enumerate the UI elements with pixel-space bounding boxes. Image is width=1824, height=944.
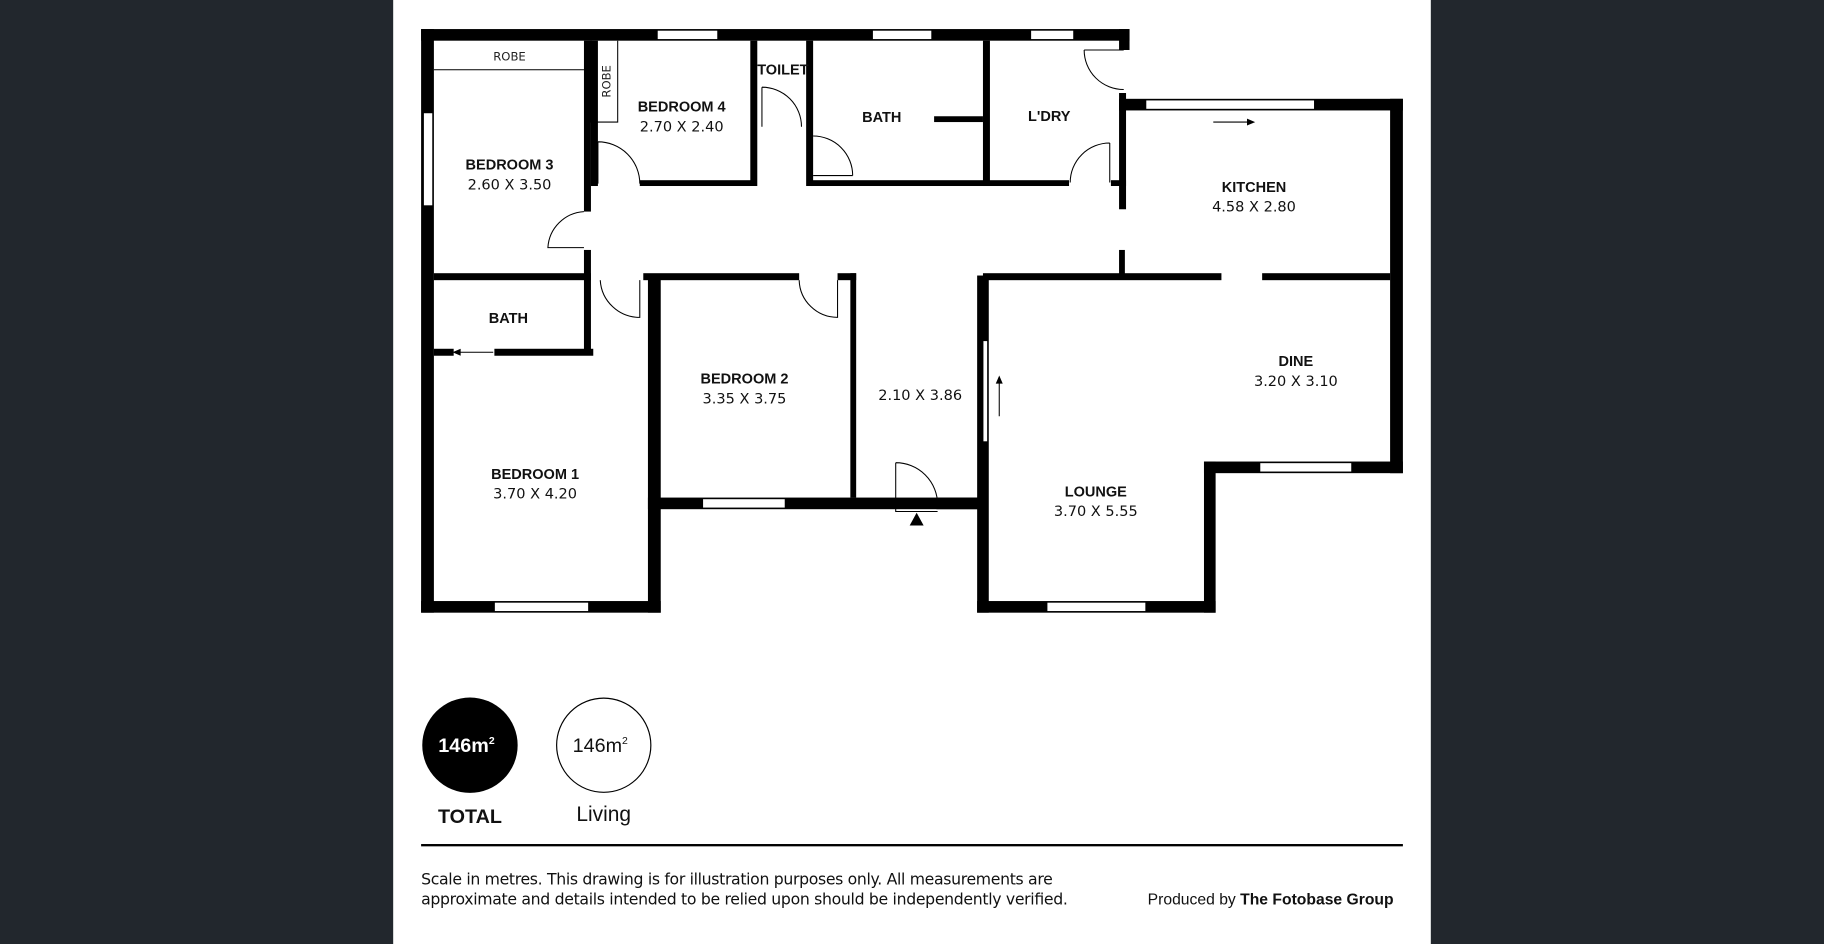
total-area-value: 146m2 <box>438 735 495 757</box>
living-area-value: 146m2 <box>573 735 628 757</box>
room-labels: ROBE ROBE BEDROOM 4 2.70 X 2.40 TOILET B… <box>466 49 1338 520</box>
area-summary: 146m2 TOTAL 146m2 Living <box>422 697 652 828</box>
hall-size: 2.10 X 3.86 <box>878 388 962 404</box>
dine-name: DINE <box>1279 354 1314 370</box>
bedroom4-name: BEDROOM 4 <box>638 100 726 116</box>
total-area-label: TOTAL <box>438 806 502 828</box>
toilet-name: TOILET <box>757 62 808 78</box>
bath-name: BATH <box>862 110 901 126</box>
producer-credit: Produced by The Fotobase Group <box>1148 891 1394 908</box>
robe-label: ROBE <box>493 49 526 63</box>
bath2-name: BATH <box>489 311 528 327</box>
divider <box>421 844 1403 847</box>
kitchen-name: KITCHEN <box>1222 180 1287 196</box>
kitchen-size: 4.58 X 2.80 <box>1212 200 1296 216</box>
floor-plan: ROBE ROBE BEDROOM 4 2.70 X 2.40 TOILET B… <box>421 29 1403 613</box>
windows <box>422 29 1353 612</box>
robe-label: ROBE <box>600 65 614 98</box>
bedroom2-name: BEDROOM 2 <box>701 372 789 388</box>
living-area-label: Living <box>576 803 631 826</box>
bedroom3-name: BEDROOM 3 <box>466 158 554 174</box>
bedroom1-name: BEDROOM 1 <box>491 467 579 483</box>
disclaimer-line2: approximate and details intended to be r… <box>421 889 1068 908</box>
lounge-name: LOUNGE <box>1065 484 1127 500</box>
living-area-badge <box>556 697 652 793</box>
laundry-name: L'DRY <box>1028 109 1071 125</box>
total-area-badge <box>422 697 518 793</box>
bedroom1-size: 3.70 X 4.20 <box>493 487 577 503</box>
dine-size: 3.20 X 3.10 <box>1254 374 1338 390</box>
disclaimer-line1: Scale in metres. This drawing is for ill… <box>421 870 1053 889</box>
bedroom3-size: 2.60 X 3.50 <box>468 178 552 194</box>
bedroom2-size: 3.35 X 3.75 <box>703 391 787 407</box>
lounge-size: 3.70 X 5.55 <box>1054 504 1138 520</box>
doors <box>433 40 1256 526</box>
bedroom4-size: 2.70 X 2.40 <box>640 119 724 135</box>
entry-arrow-icon <box>909 512 924 526</box>
